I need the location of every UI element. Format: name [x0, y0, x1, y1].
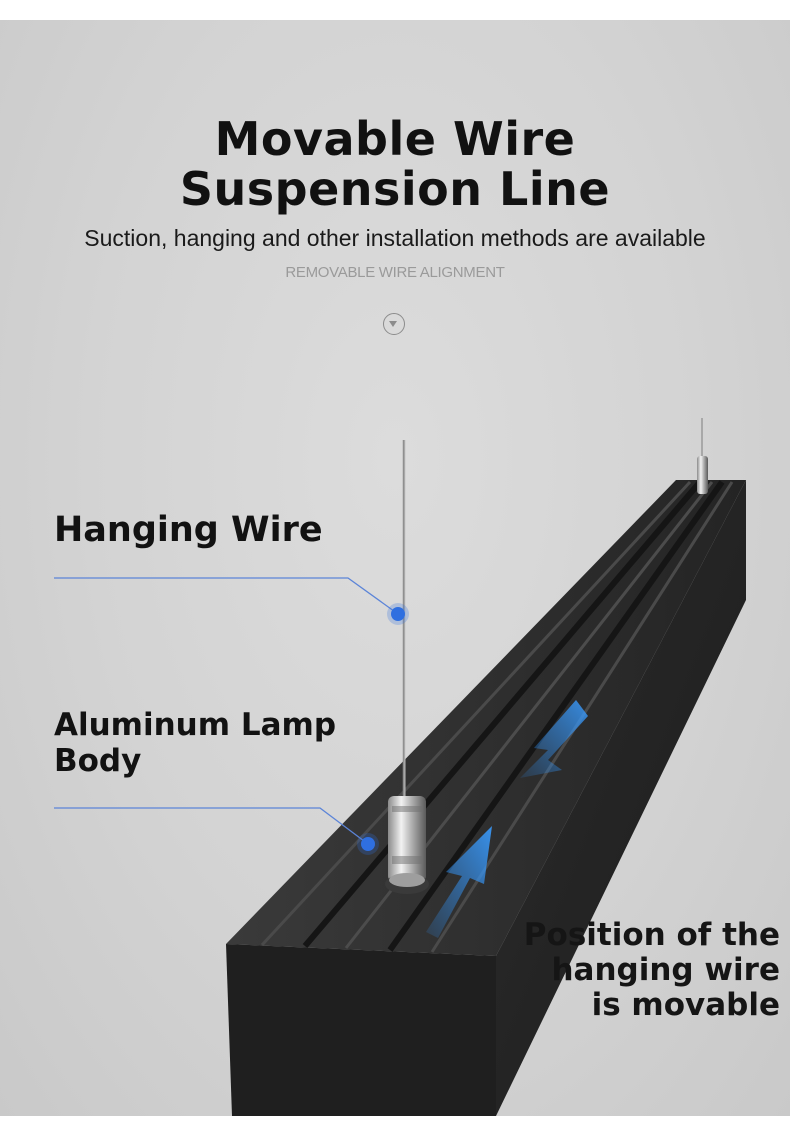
section-caption: REMOVABLE WIRE ALIGNMENT	[285, 264, 505, 281]
hanging-wire-label: Hanging Wire	[54, 510, 323, 550]
page-title-line1: Movable Wire	[214, 112, 576, 166]
arrow-down-left	[520, 700, 588, 778]
aluminum-lamp-body-label: Aluminum Lamp Body	[54, 707, 336, 779]
far-clamp	[697, 456, 708, 494]
lamp-channel	[260, 480, 692, 947]
hanging-wire-callout-dot	[391, 607, 405, 621]
chevron-down-circle-icon	[383, 313, 405, 335]
lamp-top-face	[226, 480, 746, 956]
aluminum-lamp-body-label-line2: Body	[54, 743, 142, 779]
lamp-body-callout-dot	[361, 837, 375, 851]
aluminum-lamp-body-label-line1: Aluminum Lamp	[54, 707, 337, 743]
page-subtitle: Suction, hanging and other installation …	[84, 225, 706, 251]
movable-position-label: Position of the hanging wire is movable	[524, 918, 780, 1023]
bottom-margin	[0, 1116, 790, 1136]
movable-position-line1: Position of the	[523, 917, 780, 953]
page-title-line2: Suspension Line	[179, 162, 611, 216]
lamp-end-face	[226, 944, 496, 1116]
movable-position-line2: hanging wire	[551, 952, 780, 988]
hanging-wire-callout-line	[54, 577, 399, 615]
lamp-body-callout-line	[54, 807, 369, 845]
movable-position-line3: is movable	[591, 987, 780, 1023]
lamp-side-face	[496, 480, 746, 1116]
lamp-channel	[302, 480, 703, 948]
lamp-channel	[387, 480, 725, 952]
arrow-up-right	[426, 826, 492, 938]
